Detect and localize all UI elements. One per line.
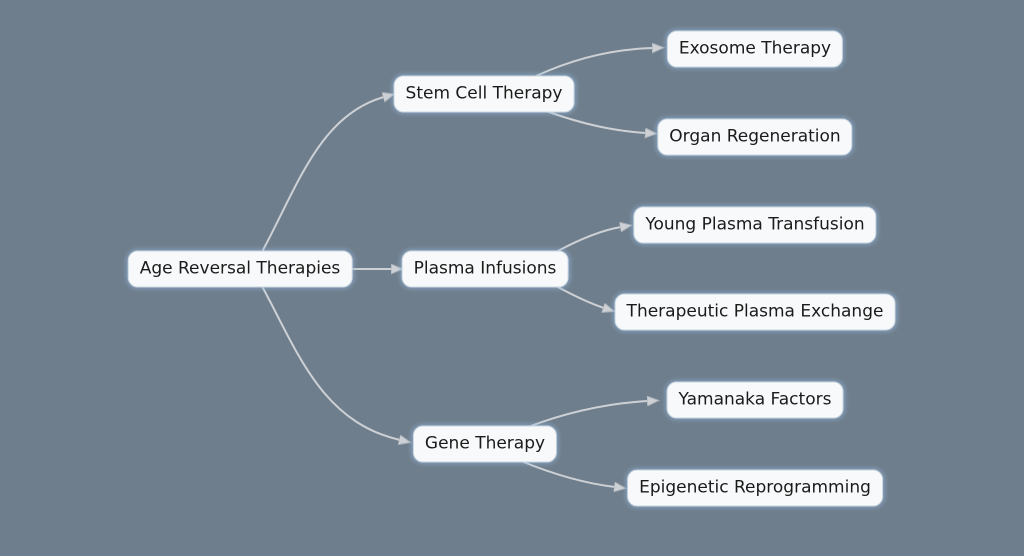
node-organ-regeneration: Organ Regeneration [657,118,853,156]
edge-root-to-stem-cell-therapy [262,97,384,251]
edge-gene-therapy-to-epigenetic-reprogramming [520,460,615,487]
edge-root-to-gene-therapy [262,287,400,440]
edge-plasma-infusions-to-therapeutic-plasma-exchange [555,285,604,308]
edge-gene-therapy-to-yamanaka-factors [527,401,648,428]
node-young-plasma-transfusion: Young Plasma Transfusion [633,206,877,244]
node-epigenetic-reprogramming: Epigenetic Reprogramming [627,469,883,507]
node-gene-therapy: Gene Therapy [412,425,558,463]
node-therapeutic-plasma-exchange: Therapeutic Plasma Exchange [614,293,896,331]
node-yamanaka-factors: Yamanaka Factors [666,381,844,419]
node-stem-cell-therapy: Stem Cell Therapy [393,75,575,113]
node-plasma-infusions: Plasma Infusions [401,250,569,288]
edge-stem-cell-therapy-to-organ-regeneration [545,110,646,133]
node-age-reversal-therapies: Age Reversal Therapies [127,250,353,288]
edge-stem-cell-therapy-to-exosome-therapy [535,48,653,77]
edge-plasma-infusions-to-young-plasma-transfusion [555,227,621,253]
node-exosome-therapy: Exosome Therapy [666,30,844,68]
